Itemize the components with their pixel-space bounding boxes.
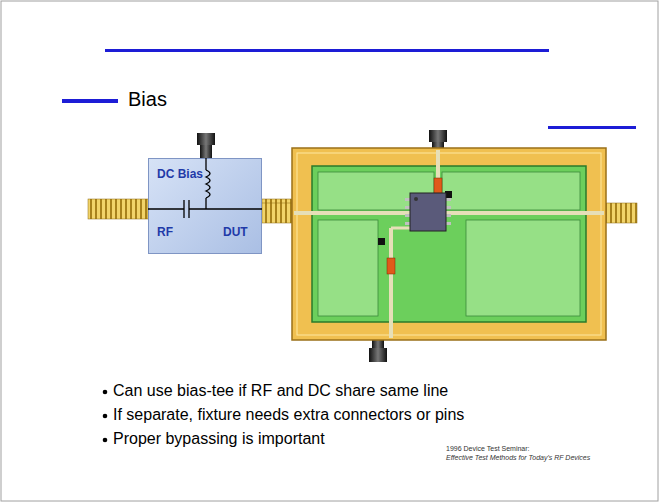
port-label: DC Bias (157, 167, 203, 181)
bullet-text: Can use bias-tee if RF and DC share same… (113, 382, 448, 400)
slide-title: Bias (128, 88, 167, 111)
footer-note: Effective Test Methods for Today's RF De… (446, 454, 590, 461)
sma-connector (197, 133, 215, 161)
bias-tee-box: DC BiasRF DUT (148, 158, 262, 254)
title-dash (62, 99, 118, 103)
bullet-dot (103, 414, 108, 419)
side-rule (548, 126, 636, 129)
coax-connector (88, 199, 148, 219)
bullet-text: Proper bypassing is important (113, 430, 325, 448)
port-label: DUT (223, 225, 248, 239)
footer-note: 1996 Device Test Seminar: (446, 445, 530, 452)
title-rule (105, 49, 549, 52)
test-fixture (262, 130, 637, 362)
bullet-dot (103, 390, 108, 395)
port-label: RF (157, 225, 173, 239)
bullet-dot (103, 438, 108, 443)
bullet-text: If separate, fixture needs extra connect… (113, 406, 464, 424)
